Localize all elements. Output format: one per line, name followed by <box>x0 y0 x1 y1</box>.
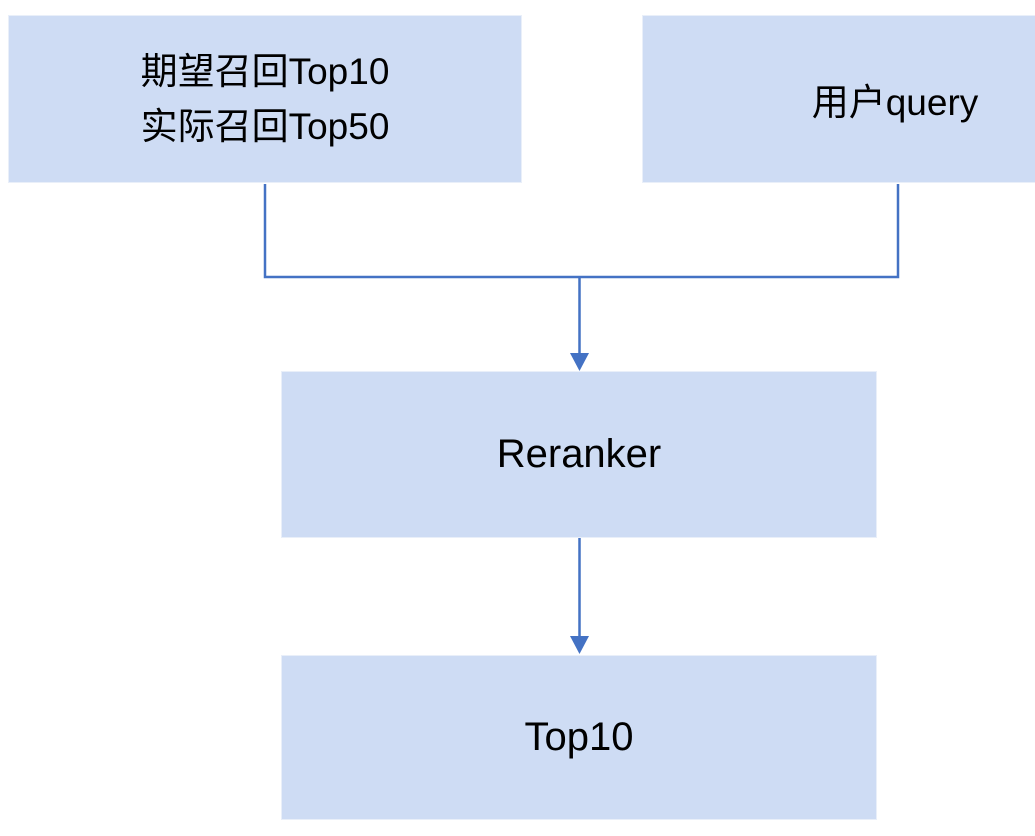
node-user-query: 用户query <box>642 15 1035 183</box>
arrow-down-icon <box>570 636 589 654</box>
node-user-query-label: 用户query <box>811 82 979 123</box>
node-top10-label: Top10 <box>524 715 634 759</box>
node-top10: Top10 <box>281 655 877 820</box>
merge-connector-line <box>263 184 900 279</box>
node-expected-recall: 期望召回Top10 实际召回Top50 <box>8 15 522 183</box>
node-expected-recall-line2: 实际召回Top50 <box>140 106 390 147</box>
arrow-down-icon <box>570 353 589 371</box>
node-expected-recall-line1: 期望召回Top10 <box>140 51 390 92</box>
node-reranker-label: Reranker <box>496 432 662 476</box>
node-reranker: Reranker <box>281 371 877 538</box>
